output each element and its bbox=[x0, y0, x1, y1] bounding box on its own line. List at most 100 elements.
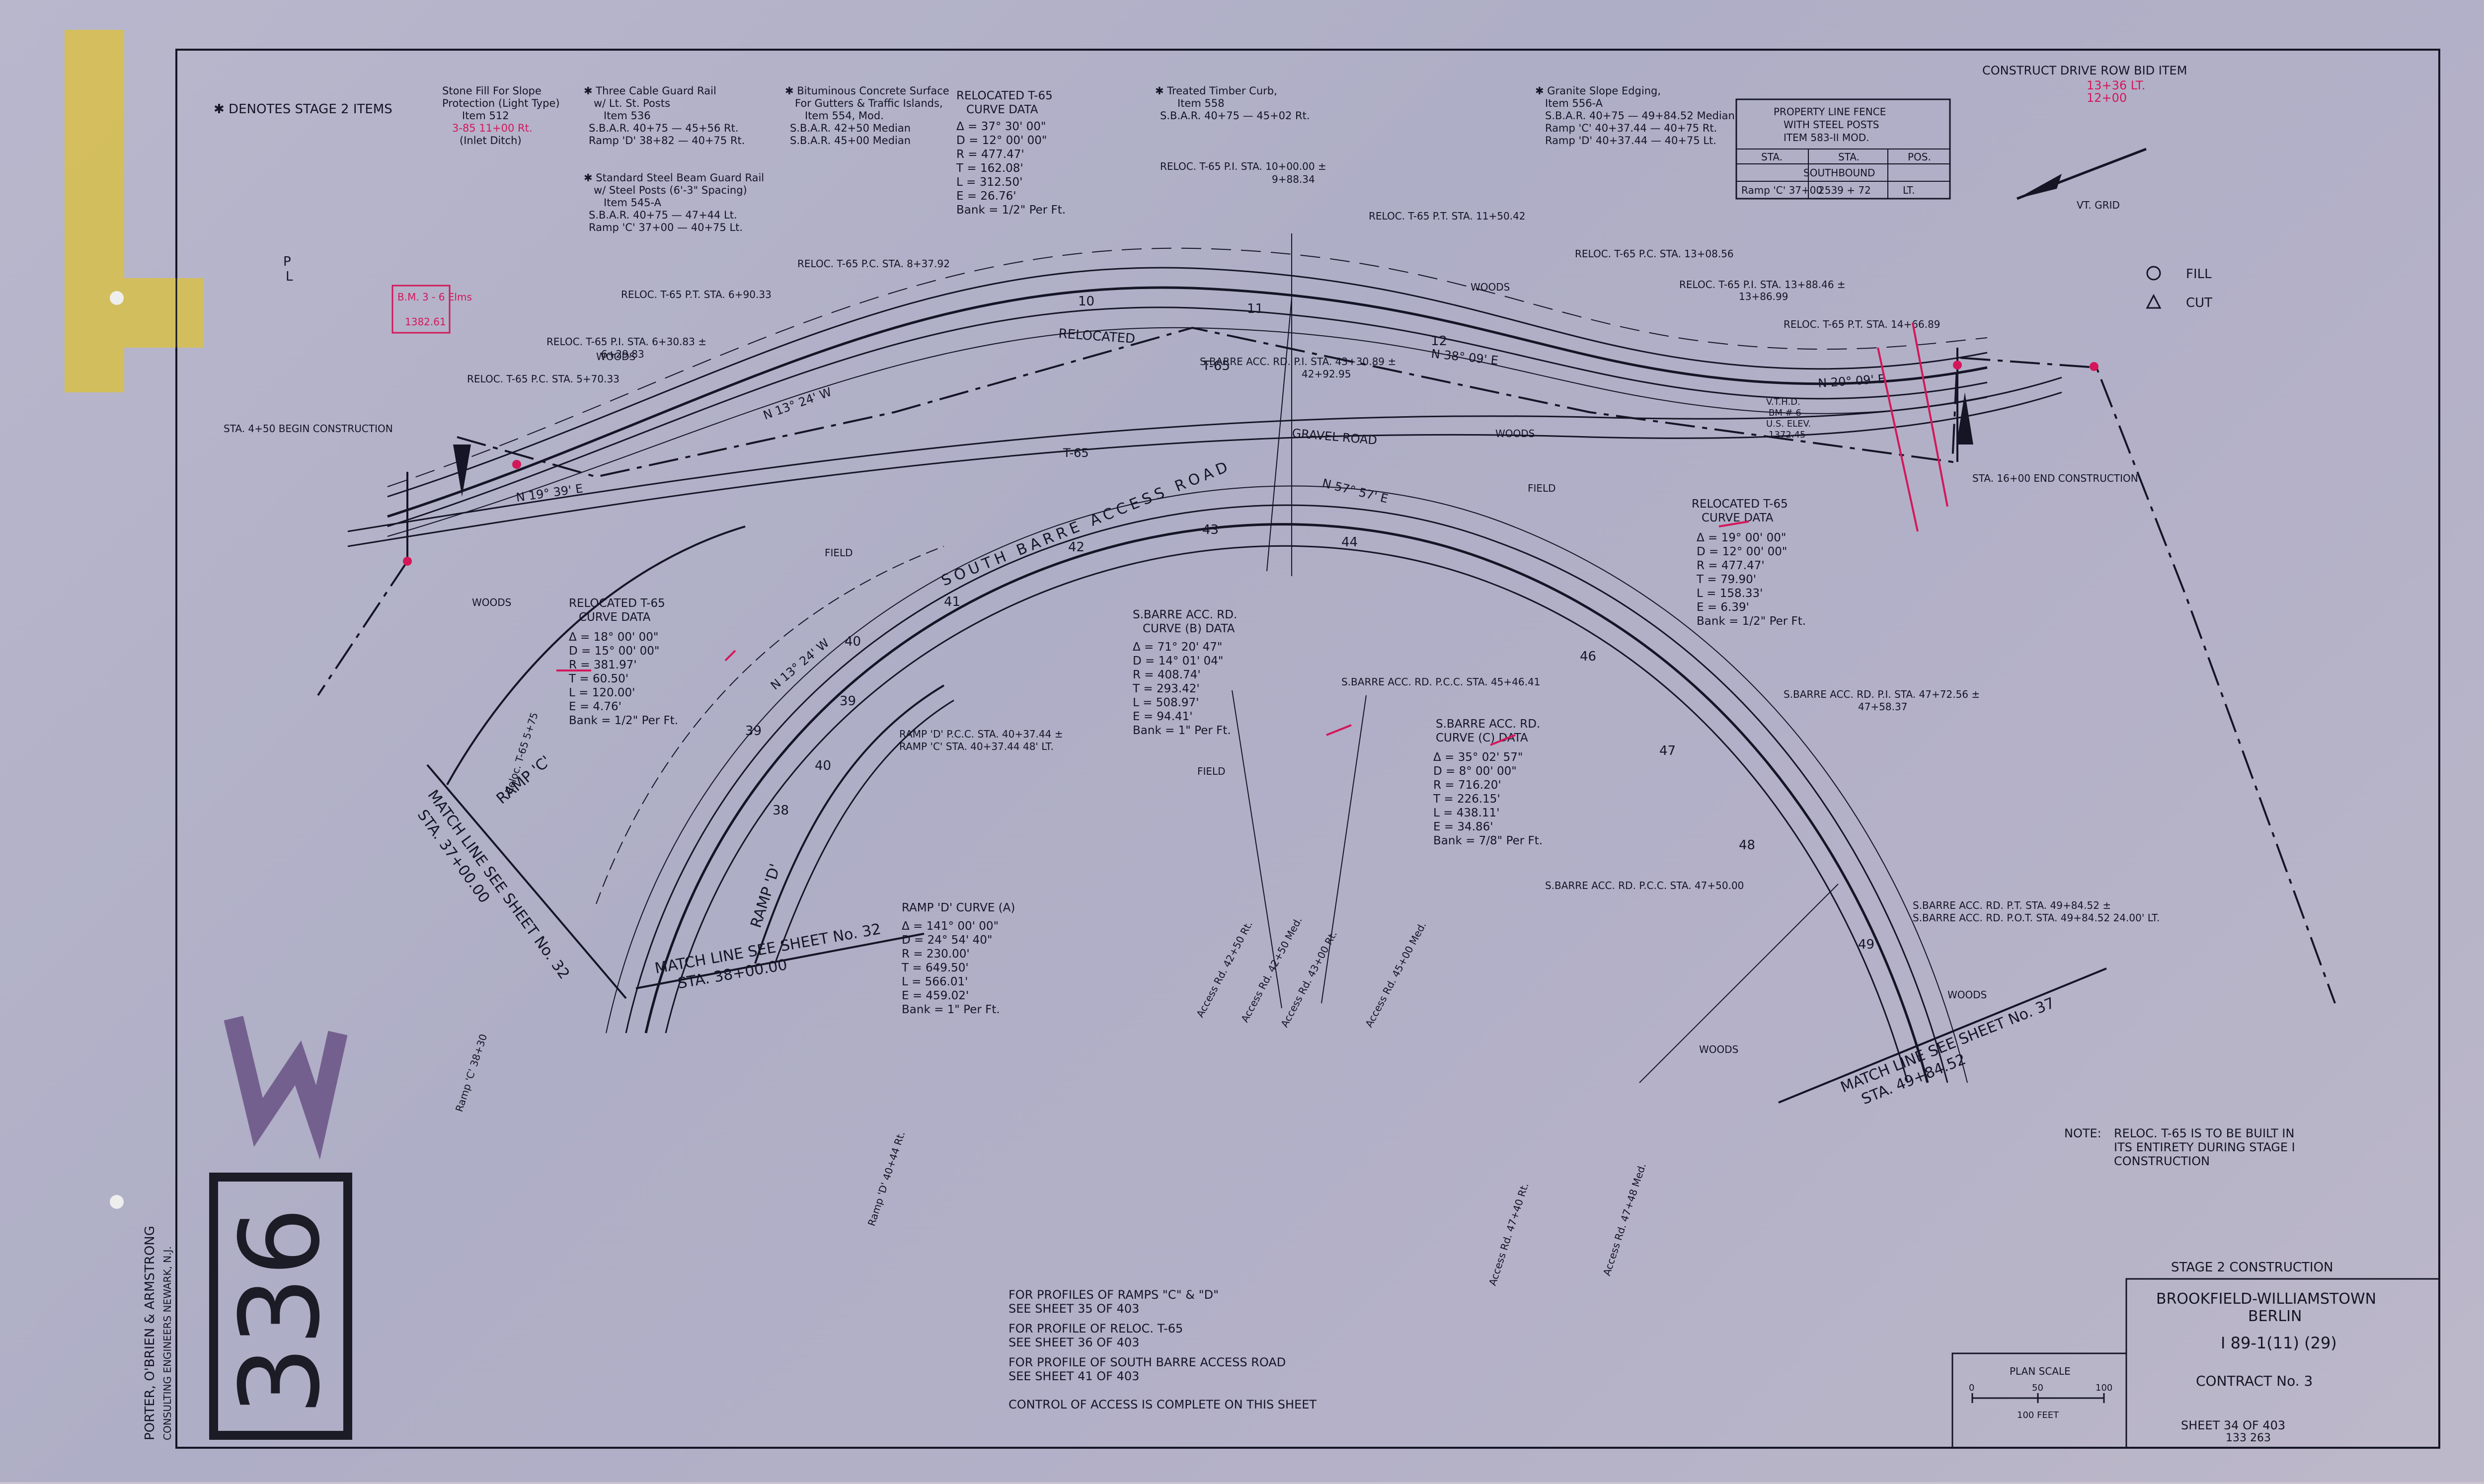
svg-text:SEE SHEET 41 OF 403: SEE SHEET 41 OF 403 bbox=[1009, 1369, 1139, 1383]
station-numbers: 10 11 12 39 40 41 42 43 44 46 47 48 49 3… bbox=[745, 294, 1874, 952]
svg-text:RELOC. T-65 P.I. STA. 6+30.83: RELOC. T-65 P.I. STA. 6+30.83 ± bbox=[546, 336, 706, 348]
svg-text:D = 15° 00' 00": D = 15° 00' 00" bbox=[569, 645, 659, 658]
gravel-road-label: GRAVEL ROAD bbox=[1291, 426, 1378, 447]
pl-mark: P bbox=[283, 254, 291, 269]
svg-text:RAMP 'C' STA. 40+37.44 48' LT: RAMP 'C' STA. 40+37.44 48' LT. bbox=[899, 741, 1054, 752]
svg-text:44: 44 bbox=[1341, 535, 1358, 550]
svg-text:R = 716.20': R = 716.20' bbox=[1433, 779, 1501, 792]
contract-number: CONTRACT No. 3 bbox=[2196, 1373, 2313, 1389]
svg-text:E = 34.86': E = 34.86' bbox=[1433, 820, 1493, 833]
road-name: SOUTH BARRE ACCESS ROAD bbox=[939, 457, 1234, 590]
svg-text:47: 47 bbox=[1659, 743, 1676, 758]
fill-circle-icon bbox=[2146, 266, 2161, 281]
item-note-guard-rail: ✱ Three Cable Guard Rail w/ Lt. St. Post… bbox=[584, 85, 764, 233]
svg-text:B.M. 3 - 6 Elms: B.M. 3 - 6 Elms bbox=[397, 291, 472, 303]
svg-text:40: 40 bbox=[845, 634, 861, 649]
match-line-37: MATCH LINE SEE SHEET No. 37 STA. 49+84.5… bbox=[1838, 994, 2057, 1108]
svg-text:✱ Three Cable Guard Rail: ✱ Three Cable Guard Rail bbox=[584, 85, 716, 97]
svg-text:ITEM 583-II MOD.: ITEM 583-II MOD. bbox=[1784, 132, 1869, 144]
drive-station-1: 13+36 LT. bbox=[2087, 78, 2145, 92]
svg-text:STA.: STA. bbox=[1761, 151, 1783, 163]
svg-text:Ramp 'C' 38+30: Ramp 'C' 38+30 bbox=[453, 1033, 489, 1113]
svg-text:S.BARRE ACC. RD.: S.BARRE ACC. RD. bbox=[1436, 718, 1540, 731]
svg-text:For Gutters & Traffic Islands,: For Gutters & Traffic Islands, bbox=[795, 97, 943, 109]
svg-text:CURVE DATA: CURVE DATA bbox=[966, 103, 1038, 116]
scale-title: PLAN SCALE bbox=[2010, 1365, 2071, 1377]
masking-tape bbox=[65, 30, 124, 392]
svg-text:Access Rd. 47+40 Rt.: Access Rd. 47+40 Rt. bbox=[1486, 1181, 1531, 1287]
title-block: STAGE 2 CONSTRUCTION BROOKFIELD-WILLIAMS… bbox=[1951, 1260, 2440, 1449]
red-point bbox=[403, 557, 412, 566]
svg-text:FIELD: FIELD bbox=[1197, 765, 1226, 777]
terrain-labels: WOODS WOODS WOODS WOODS WOODS WOODS FIEL… bbox=[472, 281, 1987, 1055]
svg-text:12: 12 bbox=[1431, 334, 1447, 349]
stage-label: STAGE 2 CONSTRUCTION bbox=[2171, 1260, 2333, 1275]
svg-text:STA. 16+00 END CONSTRUCTION: STA. 16+00 END CONSTRUCTION bbox=[1972, 472, 2138, 484]
item-note-bituminous: ✱ Bituminous Concrete Surface For Gutter… bbox=[785, 85, 949, 147]
svg-text:FOR PROFILE OF RELOC. T-65: FOR PROFILE OF RELOC. T-65 bbox=[1009, 1322, 1183, 1336]
svg-text:Item 536: Item 536 bbox=[604, 110, 651, 122]
svg-text:T = 60.50': T = 60.50' bbox=[568, 672, 628, 685]
svg-text:R = 381.97': R = 381.97' bbox=[569, 659, 637, 671]
svg-text:WITH STEEL POSTS: WITH STEEL POSTS bbox=[1784, 119, 1879, 131]
svg-text:Item 556-A: Item 556-A bbox=[1545, 97, 1603, 109]
svg-text:Item 558: Item 558 bbox=[1177, 97, 1225, 109]
svg-text:D = 8° 00' 00": D = 8° 00' 00" bbox=[1433, 765, 1517, 778]
svg-text:WOODS: WOODS bbox=[1699, 1043, 1738, 1055]
svg-text:T = 162.08': T = 162.08' bbox=[956, 162, 1023, 175]
svg-text:N 57° 57' E: N 57° 57' E bbox=[1321, 476, 1390, 506]
svg-text:48: 48 bbox=[1739, 838, 1755, 853]
svg-text:FOR PROFILES OF RAMPS "C" & "D: FOR PROFILES OF RAMPS "C" & "D" bbox=[1009, 1288, 1219, 1302]
red-point bbox=[512, 460, 521, 469]
svg-text:L = 438.11': L = 438.11' bbox=[1433, 807, 1500, 819]
svg-text:T = 293.42': T = 293.42' bbox=[1132, 682, 1200, 695]
svg-text:D = 12° 00' 00": D = 12° 00' 00" bbox=[956, 134, 1047, 147]
sheet-border bbox=[175, 49, 2440, 1449]
svg-text:BM # 6: BM # 6 bbox=[1769, 408, 1801, 418]
svg-text:S.BARRE ACC. RD. P.I. STA. 43+: S.BARRE ACC. RD. P.I. STA. 43+30.89 ± bbox=[1200, 356, 1396, 368]
match-line-32b: MATCH LINE SEE SHEET No. 32 STA. 38+00.0… bbox=[653, 920, 882, 992]
svg-text:Δ = 35° 02' 57": Δ = 35° 02' 57" bbox=[1433, 751, 1523, 764]
red-point bbox=[2090, 362, 2098, 371]
svg-text:46: 46 bbox=[1580, 649, 1596, 664]
svg-text:CURVE DATA: CURVE DATA bbox=[579, 611, 651, 624]
svg-text:WOODS: WOODS bbox=[596, 351, 635, 363]
svg-text:L = 508.97': L = 508.97' bbox=[1133, 696, 1199, 709]
svg-text:FIELD: FIELD bbox=[1528, 482, 1556, 494]
svg-text:3-85 11+00 Rt.: 3-85 11+00 Rt. bbox=[452, 122, 533, 134]
sheet-stamp-box bbox=[209, 1173, 352, 1440]
svg-text:E = 459.02': E = 459.02' bbox=[902, 989, 969, 1002]
svg-text:RAMP 'D': RAMP 'D' bbox=[747, 862, 784, 930]
svg-text:0: 0 bbox=[1969, 1383, 1974, 1393]
legend-stage2: ✱ DENOTES STAGE 2 ITEMS bbox=[214, 102, 392, 117]
svg-text:S.B.A.R. 40+75 — 47+44 Lt.: S.B.A.R. 40+75 — 47+44 Lt. bbox=[589, 209, 737, 221]
svg-text:D = 14° 01' 04": D = 14° 01' 04" bbox=[1133, 655, 1223, 668]
svg-text:Ramp 'C' 40+37.44 — 40+75 Rt.: Ramp 'C' 40+37.44 — 40+75 Rt. bbox=[1545, 122, 1717, 134]
svg-text:Bank = 1/2" Per Ft.: Bank = 1/2" Per Ft. bbox=[1697, 615, 1806, 628]
svg-text:POS.: POS. bbox=[1908, 151, 1931, 163]
svg-text:S.B.A.R. 40+75 — 45+02 Rt.: S.B.A.R. 40+75 — 45+02 Rt. bbox=[1160, 110, 1310, 122]
svg-text:RELOC. T-65 IS TO BE BUILT IN: RELOC. T-65 IS TO BE BUILT IN bbox=[2114, 1126, 2294, 1140]
svg-text:T = 649.50': T = 649.50' bbox=[901, 962, 969, 974]
svg-text:SOUTH BARRE ACCESS ROAD: SOUTH BARRE ACCESS ROAD bbox=[939, 457, 1234, 590]
svg-text:L = 312.50': L = 312.50' bbox=[956, 176, 1023, 189]
binding-hole bbox=[110, 1195, 124, 1209]
svg-text:2539 + 72: 2539 + 72 bbox=[1818, 184, 1871, 196]
svg-text:S.BARRE ACC. RD. P.C.C. STA. 4: S.BARRE ACC. RD. P.C.C. STA. 45+46.41 bbox=[1341, 676, 1540, 688]
svg-text:Bank = 1" Per Ft.: Bank = 1" Per Ft. bbox=[902, 1003, 1000, 1016]
svg-text:D = 12° 00' 00": D = 12° 00' 00" bbox=[1697, 545, 1787, 558]
masking-tape-corner bbox=[124, 278, 204, 348]
svg-text:S.BARRE ACC. RD. P.C.C. STA. 4: S.BARRE ACC. RD. P.C.C. STA. 47+50.00 bbox=[1545, 880, 1744, 891]
svg-text:STA. 4+50 BEGIN CONSTRUCTION: STA. 4+50 BEGIN CONSTRUCTION bbox=[224, 423, 393, 435]
pl-mark: L bbox=[286, 269, 293, 284]
svg-text:Access Rd. 45+00 Med.: Access Rd. 45+00 Med. bbox=[1363, 920, 1428, 1029]
construction-note: NOTE: RELOC. T-65 IS TO BE BUILT IN ITS … bbox=[2064, 1126, 2295, 1168]
svg-text:✱ Treated Timber Curb,: ✱ Treated Timber Curb, bbox=[1155, 85, 1277, 97]
svg-text:STA.: STA. bbox=[1838, 151, 1860, 163]
svg-text:RAMP 'D' P.C.C. STA. 40+37.44: RAMP 'D' P.C.C. STA. 40+37.44 ± bbox=[899, 728, 1063, 740]
svg-text:CURVE (C) DATA: CURVE (C) DATA bbox=[1436, 732, 1528, 744]
svg-text:S.B.A.R. 45+00 Median: S.B.A.R. 45+00 Median bbox=[790, 135, 911, 147]
svg-text:Item 545-A: Item 545-A bbox=[604, 197, 662, 209]
sheet-number: SHEET 34 OF 403 bbox=[2181, 1418, 2285, 1432]
